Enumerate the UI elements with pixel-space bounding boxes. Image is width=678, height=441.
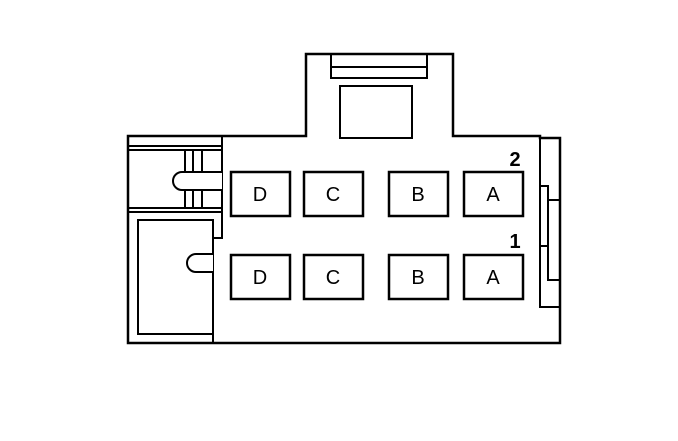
lock-tab-lower	[186, 253, 213, 273]
pin-1-A-label: A	[486, 267, 500, 289]
pin-row-1	[229, 253, 525, 301]
pin-face-right-edge	[539, 138, 560, 308]
pin-2-C-label: C	[326, 184, 340, 206]
pin-1-A-cavity	[462, 253, 525, 301]
right-latch-lower	[540, 245, 560, 281]
pin-1-D-cavity	[229, 253, 292, 301]
pin-1-C-label: C	[326, 267, 340, 289]
pin-2-B-cavity	[387, 170, 450, 218]
pin-2-D-label: D	[253, 184, 267, 206]
lower-lock-recess	[137, 219, 214, 335]
pin-1-B-cavity	[387, 253, 450, 301]
lock-tab-upper	[172, 171, 222, 191]
right-latch-upper	[540, 138, 561, 201]
pin-1-D-label: D	[253, 267, 267, 289]
pin-2-B-label: B	[411, 184, 424, 206]
latch-window	[339, 85, 413, 139]
row-label-2: 2	[509, 149, 520, 171]
pin-1-B-label: B	[411, 267, 424, 289]
pin-row-2	[229, 170, 525, 218]
pin-2-C-cavity	[302, 170, 365, 218]
connector-body-outline	[126, 52, 562, 345]
row-label-1: 1	[509, 231, 520, 253]
pin-2-D-cavity	[229, 170, 292, 218]
pin-1-C-cavity	[302, 253, 365, 301]
pin-face-boundary	[212, 136, 223, 343]
pin-2-A-label: A	[486, 184, 500, 206]
pin-2-A-cavity	[462, 170, 525, 218]
